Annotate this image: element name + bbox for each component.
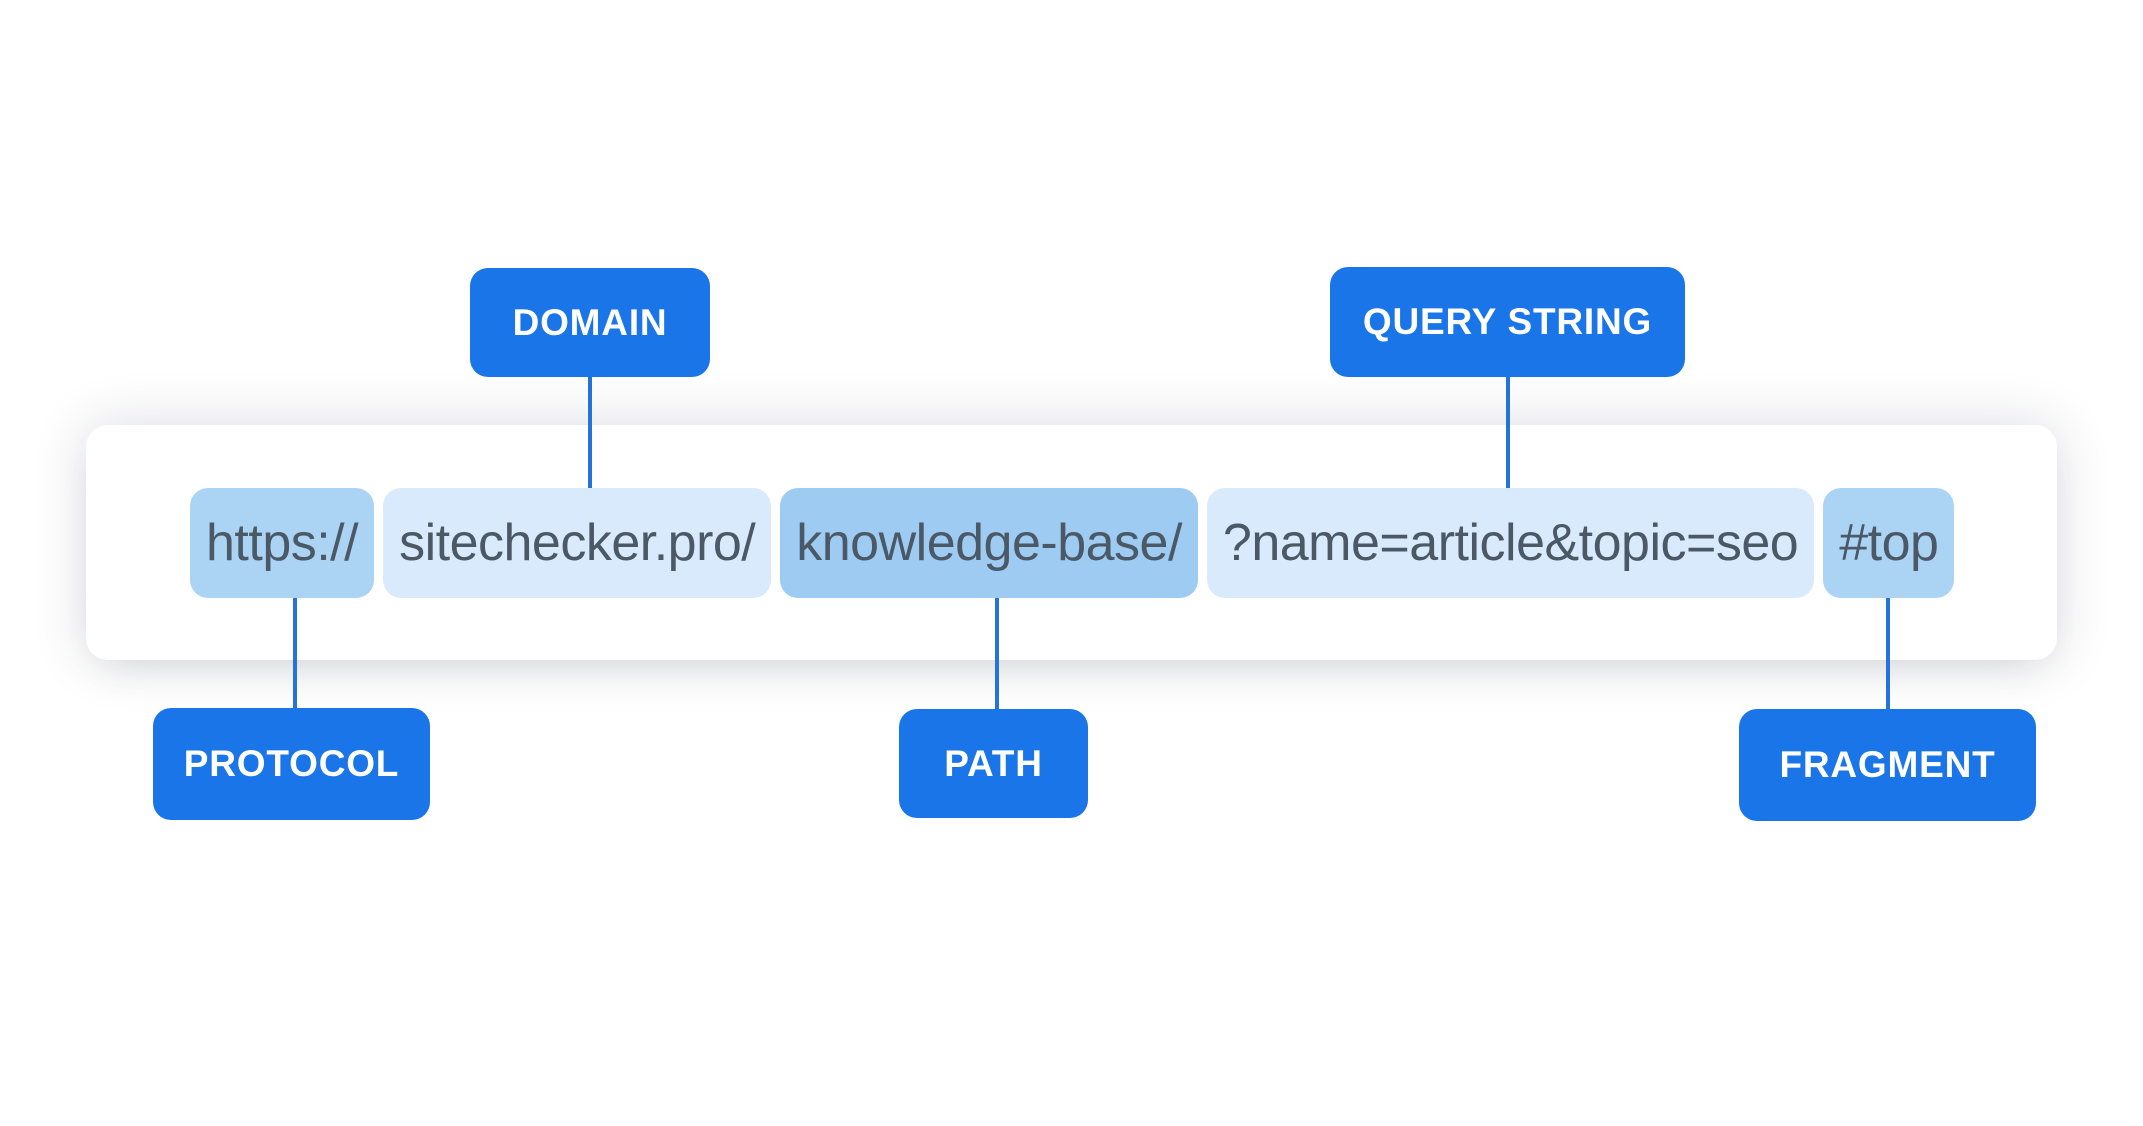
query-string-connector-line [1506, 377, 1510, 489]
domain-connector-line [588, 377, 592, 489]
path-label: PATH [899, 709, 1088, 818]
url-segment-domain: sitechecker.pro/ [383, 488, 772, 598]
protocol-label: PROTOCOL [153, 708, 430, 820]
url-segment-protocol: https:// [190, 488, 375, 598]
fragment-connector-line [1886, 597, 1890, 710]
query-string-label: QUERY STRING [1330, 267, 1685, 377]
url-segment-path: knowledge-base/ [780, 488, 1198, 598]
fragment-label: FRAGMENT [1739, 709, 2036, 821]
path-connector-line [995, 597, 999, 710]
domain-label: DOMAIN [470, 268, 710, 377]
url-segment-fragment: #top [1823, 488, 1955, 598]
url-segment-query-string: ?name=article&topic=seo [1206, 488, 1815, 598]
protocol-connector-line [293, 597, 297, 709]
url-bar: https:// sitechecker.pro/ knowledge-base… [190, 488, 1955, 598]
